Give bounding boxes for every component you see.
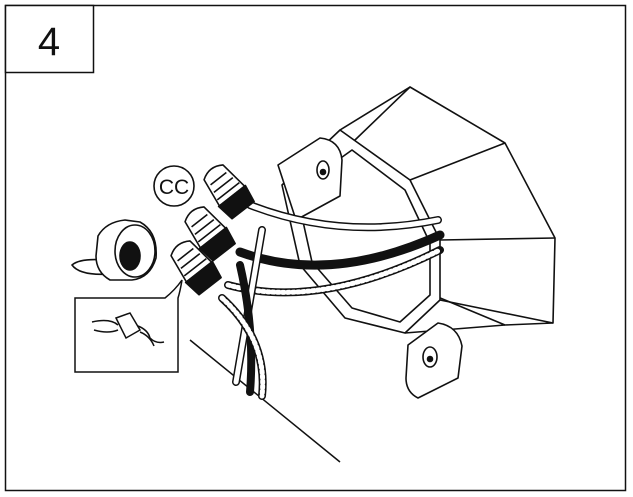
splice-tape	[114, 312, 142, 340]
splice-twist-b	[139, 331, 155, 347]
wire-top-core	[247, 202, 441, 230]
wire-nut-3	[170, 240, 222, 296]
cc-circle	[153, 165, 195, 207]
electrical-tape-icon	[71, 219, 157, 281]
ear-slot-top	[319, 168, 327, 176]
splice-wire-a	[91, 319, 119, 326]
tape-roll-hole	[119, 241, 141, 271]
step-box	[4, 4, 95, 74]
cc-label: CC	[159, 176, 189, 199]
wire-nut-1	[203, 164, 255, 220]
step-badge: 4	[4, 4, 95, 74]
step-number: 4	[38, 20, 60, 64]
box-side-bottom	[404, 324, 506, 334]
splice-detail-icon	[74, 279, 183, 373]
wire-bundle-icon	[218, 201, 445, 400]
box-side-lower	[439, 299, 554, 324]
box-side-right	[409, 142, 506, 181]
box-side-right2	[439, 237, 556, 241]
splice-wire-b	[93, 329, 119, 333]
wire-nut-icon	[170, 164, 255, 296]
junction-box-icon	[277, 86, 556, 399]
wire-down-dotted-core	[219, 295, 266, 399]
mounting-ear-top	[277, 137, 343, 221]
cc-mark: CC	[153, 165, 195, 207]
box-side-top	[339, 86, 411, 131]
wire-black	[235, 230, 445, 270]
wire-nut-2	[184, 206, 236, 262]
ear-slot-bottom	[426, 355, 434, 363]
wall-edge-line	[189, 339, 341, 463]
